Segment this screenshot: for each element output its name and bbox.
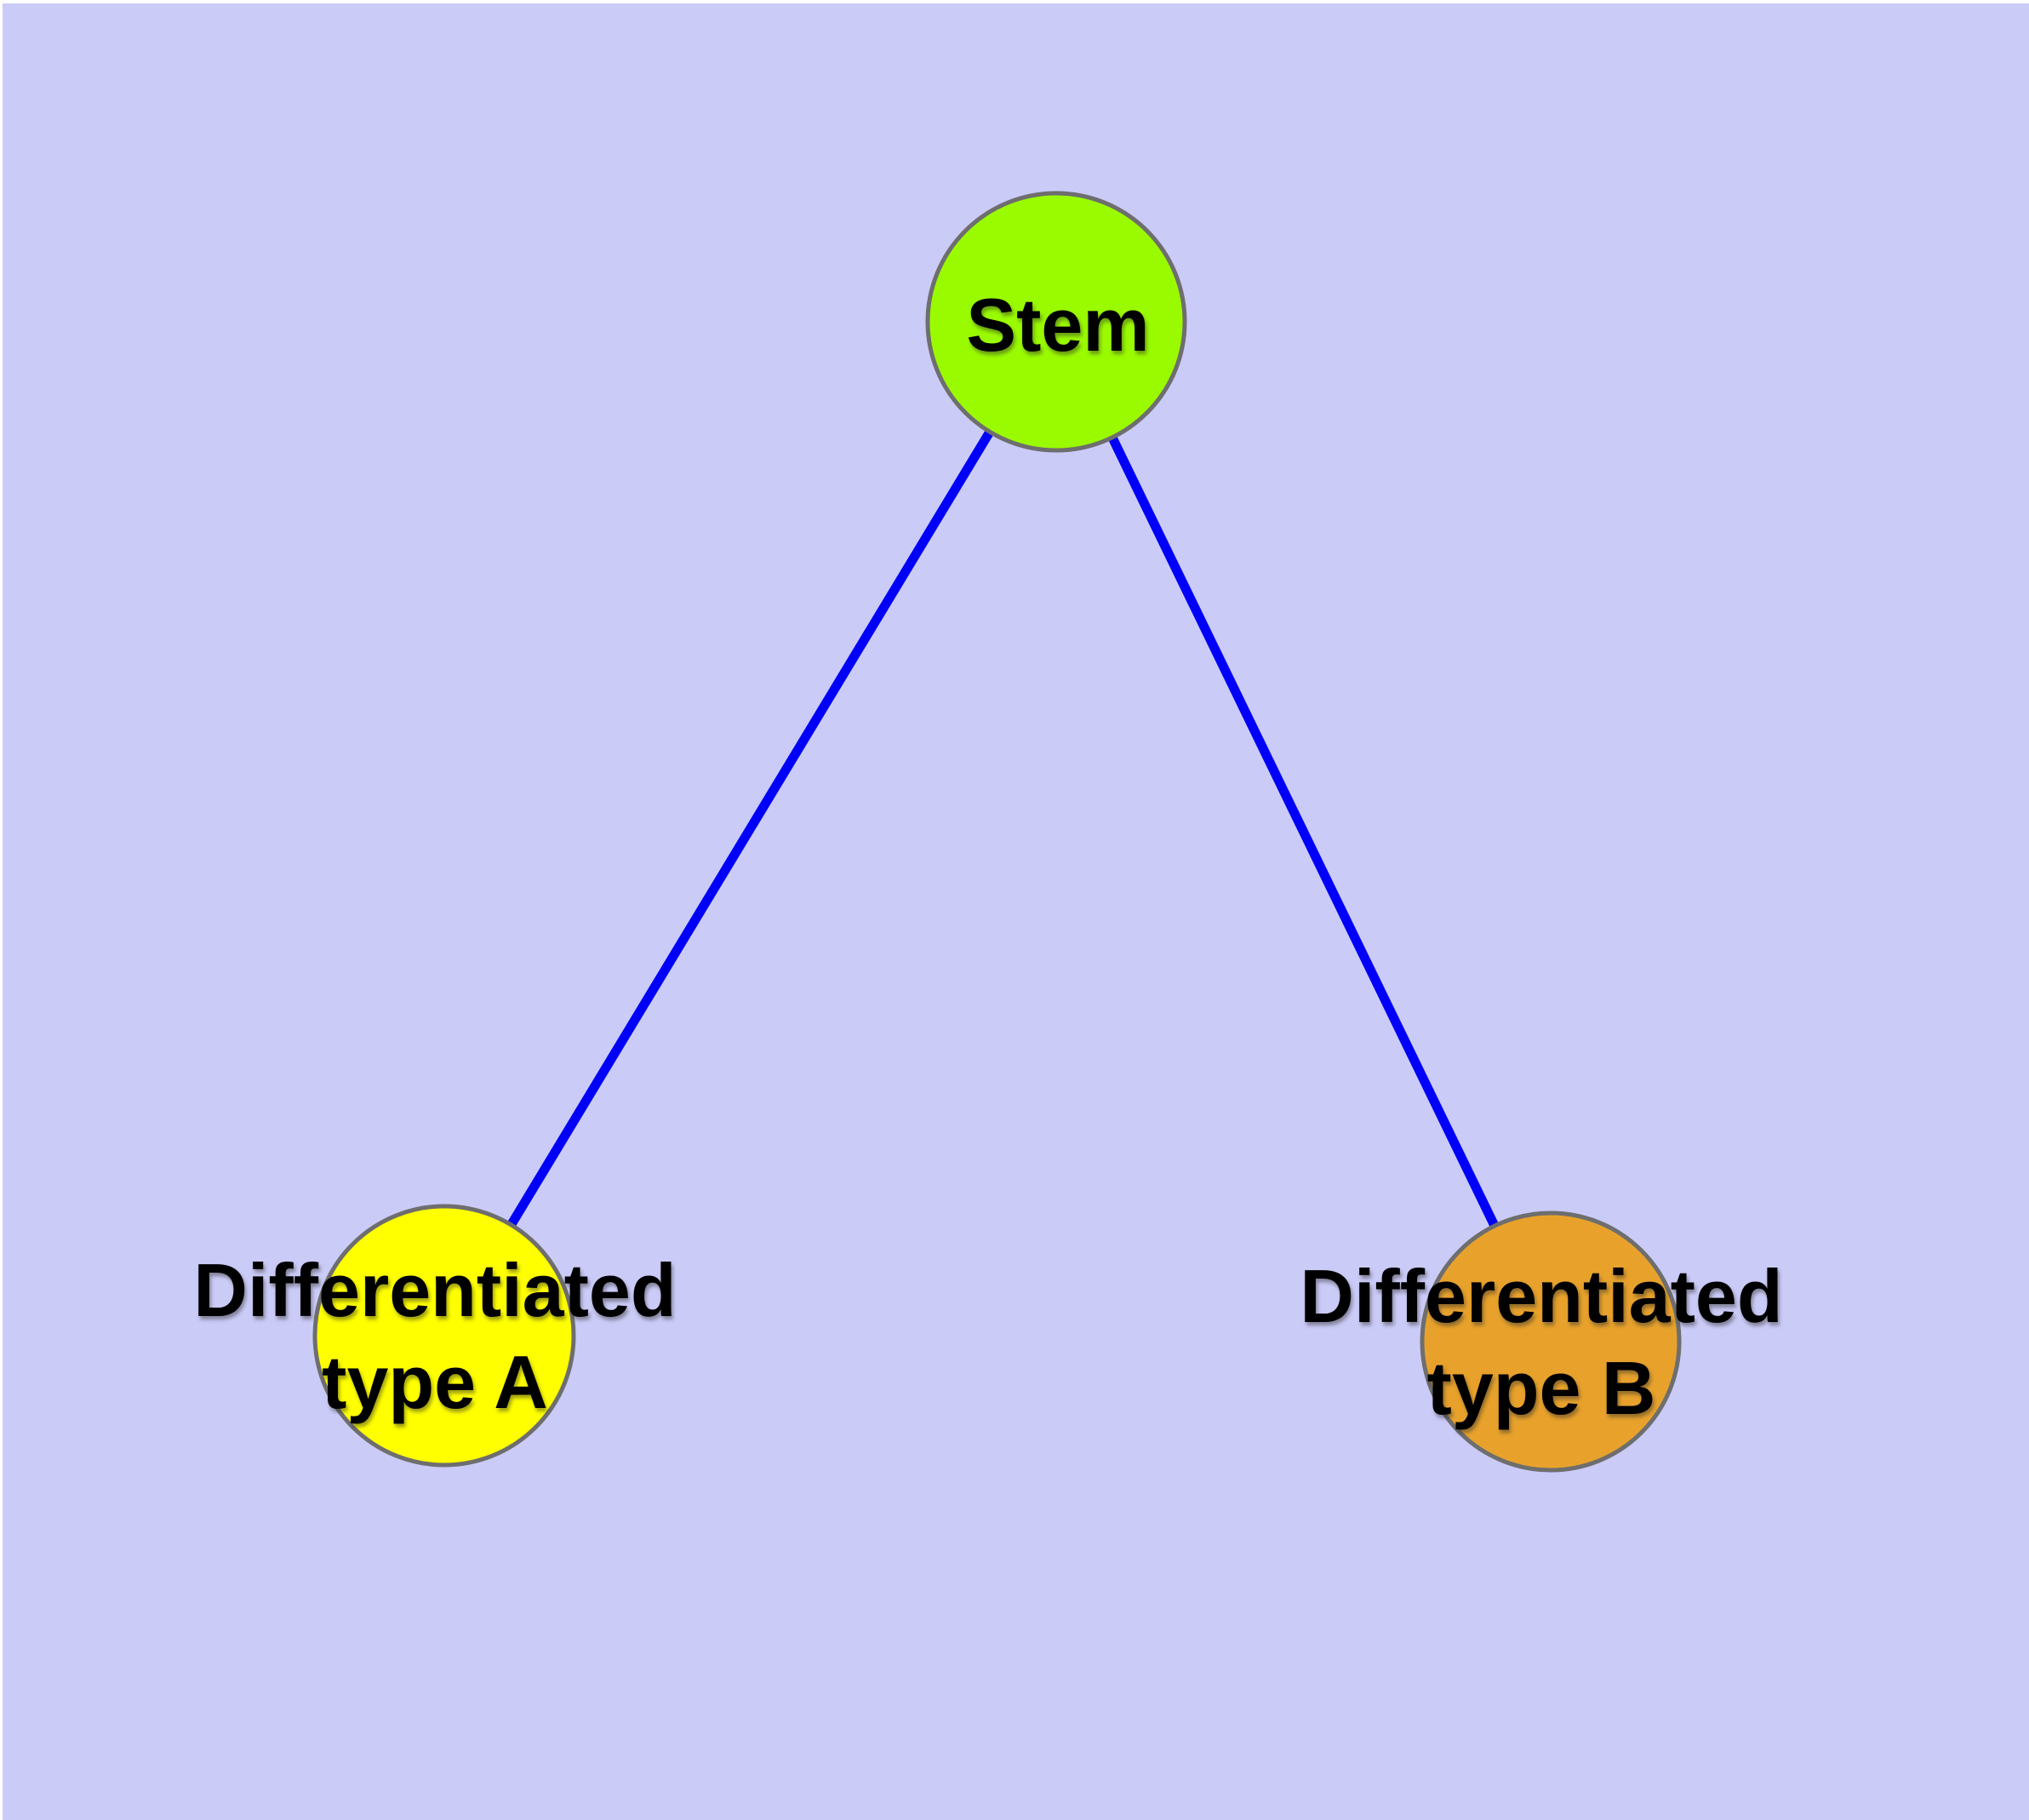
- node-type-a-label-line2: type A: [322, 1340, 548, 1424]
- node-stem-label: Stem: [966, 279, 1149, 371]
- diagram-canvas: Stem Differentiated type A Differentiate…: [3, 3, 2029, 1820]
- node-type-a-label: Differentiated type A: [193, 1245, 676, 1428]
- graph-svg: [312, 191, 1682, 1473]
- node-type-a-label-line1: Differentiated: [193, 1248, 677, 1332]
- edge-stem-to-type-a: [440, 319, 1060, 1338]
- edge-stem-to-type-b: [1052, 319, 1555, 1344]
- node-stem-circle: [925, 191, 1187, 453]
- node-stem-label-text: Stem: [966, 283, 1150, 367]
- node-type-a-circle: [312, 1204, 576, 1468]
- node-type-b-label-line2: type B: [1426, 1346, 1656, 1430]
- node-type-b-circle: [1420, 1210, 1682, 1473]
- node-type-b-label-line1: Differentiated: [1300, 1254, 1783, 1338]
- node-type-b-label: Differentiated type B: [1300, 1251, 1782, 1434]
